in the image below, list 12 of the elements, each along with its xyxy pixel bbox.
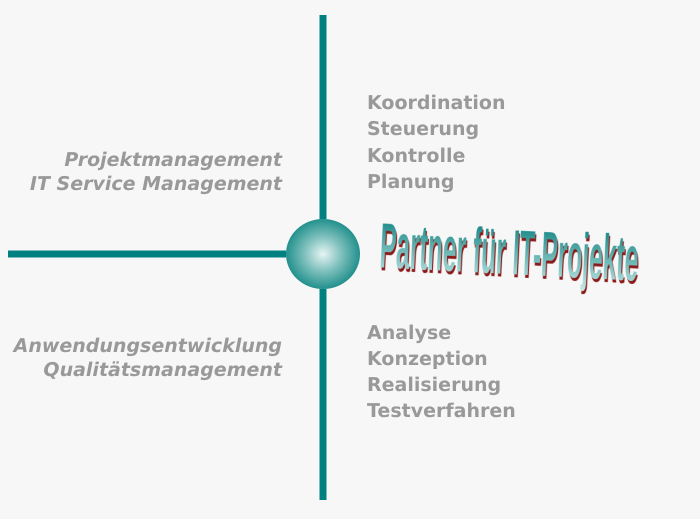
service-label: IT Service Management: [30, 172, 282, 197]
task-label: Konzeption: [367, 347, 488, 372]
task-label: Kontrolle: [367, 144, 466, 169]
task-label: Realisierung: [367, 373, 502, 398]
service-label: Qualitätsmanagement: [43, 358, 282, 383]
task-label: Koordination: [367, 91, 506, 116]
task-label: Steuerung: [367, 117, 480, 142]
task-label: Planung: [367, 170, 454, 195]
service-label: Anwendungsentwicklung: [14, 334, 282, 359]
task-label: Testverfahren: [367, 399, 516, 424]
service-label: Projektmanagement: [64, 148, 282, 173]
task-label: Analyse: [367, 321, 452, 346]
